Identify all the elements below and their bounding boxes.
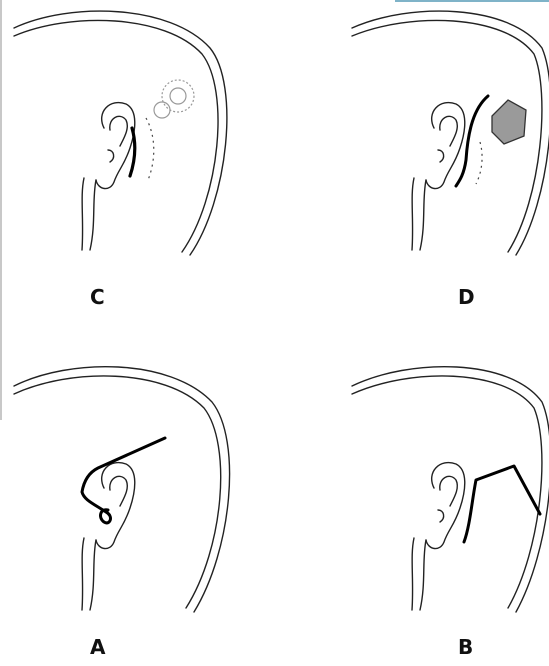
ear-helix xyxy=(96,463,135,549)
incision-line xyxy=(82,438,165,523)
ear-concha xyxy=(108,150,114,162)
jaw-line xyxy=(82,538,84,610)
ear-concha xyxy=(438,510,444,522)
dotted-flap-line xyxy=(476,142,482,184)
head-profile-b xyxy=(280,350,540,650)
implant-device xyxy=(492,100,526,144)
jaw-line xyxy=(412,538,414,610)
head-profile-c xyxy=(0,0,260,300)
ear-helix xyxy=(426,463,465,549)
ear-antihelix xyxy=(110,116,128,146)
ear-antihelix xyxy=(440,116,458,146)
panel-d: D xyxy=(280,0,540,300)
panel-c: C xyxy=(0,0,260,300)
jaw-line xyxy=(412,178,414,250)
head-outline-inner xyxy=(14,20,218,252)
panel-label-c: C xyxy=(90,285,105,309)
dotted-flap-line xyxy=(146,118,154,180)
panel-a: A xyxy=(0,350,260,650)
panel-label-d: D xyxy=(458,285,475,309)
head-outline-inner xyxy=(352,376,542,608)
head-outline-outer xyxy=(352,367,549,612)
implant-device xyxy=(154,80,194,118)
neck-line xyxy=(90,180,96,250)
panel-label-b: B xyxy=(458,635,474,659)
neck-line xyxy=(420,180,426,250)
ear-concha xyxy=(438,150,444,162)
panel-label-a: A xyxy=(90,635,106,659)
neck-line xyxy=(90,540,96,610)
head-outline-outer xyxy=(14,367,230,612)
head-profile-a xyxy=(0,350,260,650)
ear-helix xyxy=(426,103,465,189)
ear-antihelix xyxy=(440,476,458,506)
panel-b: B xyxy=(280,350,540,650)
head-profile-d xyxy=(280,0,540,300)
neck-line xyxy=(420,540,426,610)
incision-line xyxy=(130,128,135,176)
jaw-line xyxy=(82,178,84,250)
head-outline-inner xyxy=(14,376,221,608)
ear-antihelix xyxy=(110,476,128,506)
incision-line xyxy=(464,466,540,542)
incision-line xyxy=(456,96,488,186)
